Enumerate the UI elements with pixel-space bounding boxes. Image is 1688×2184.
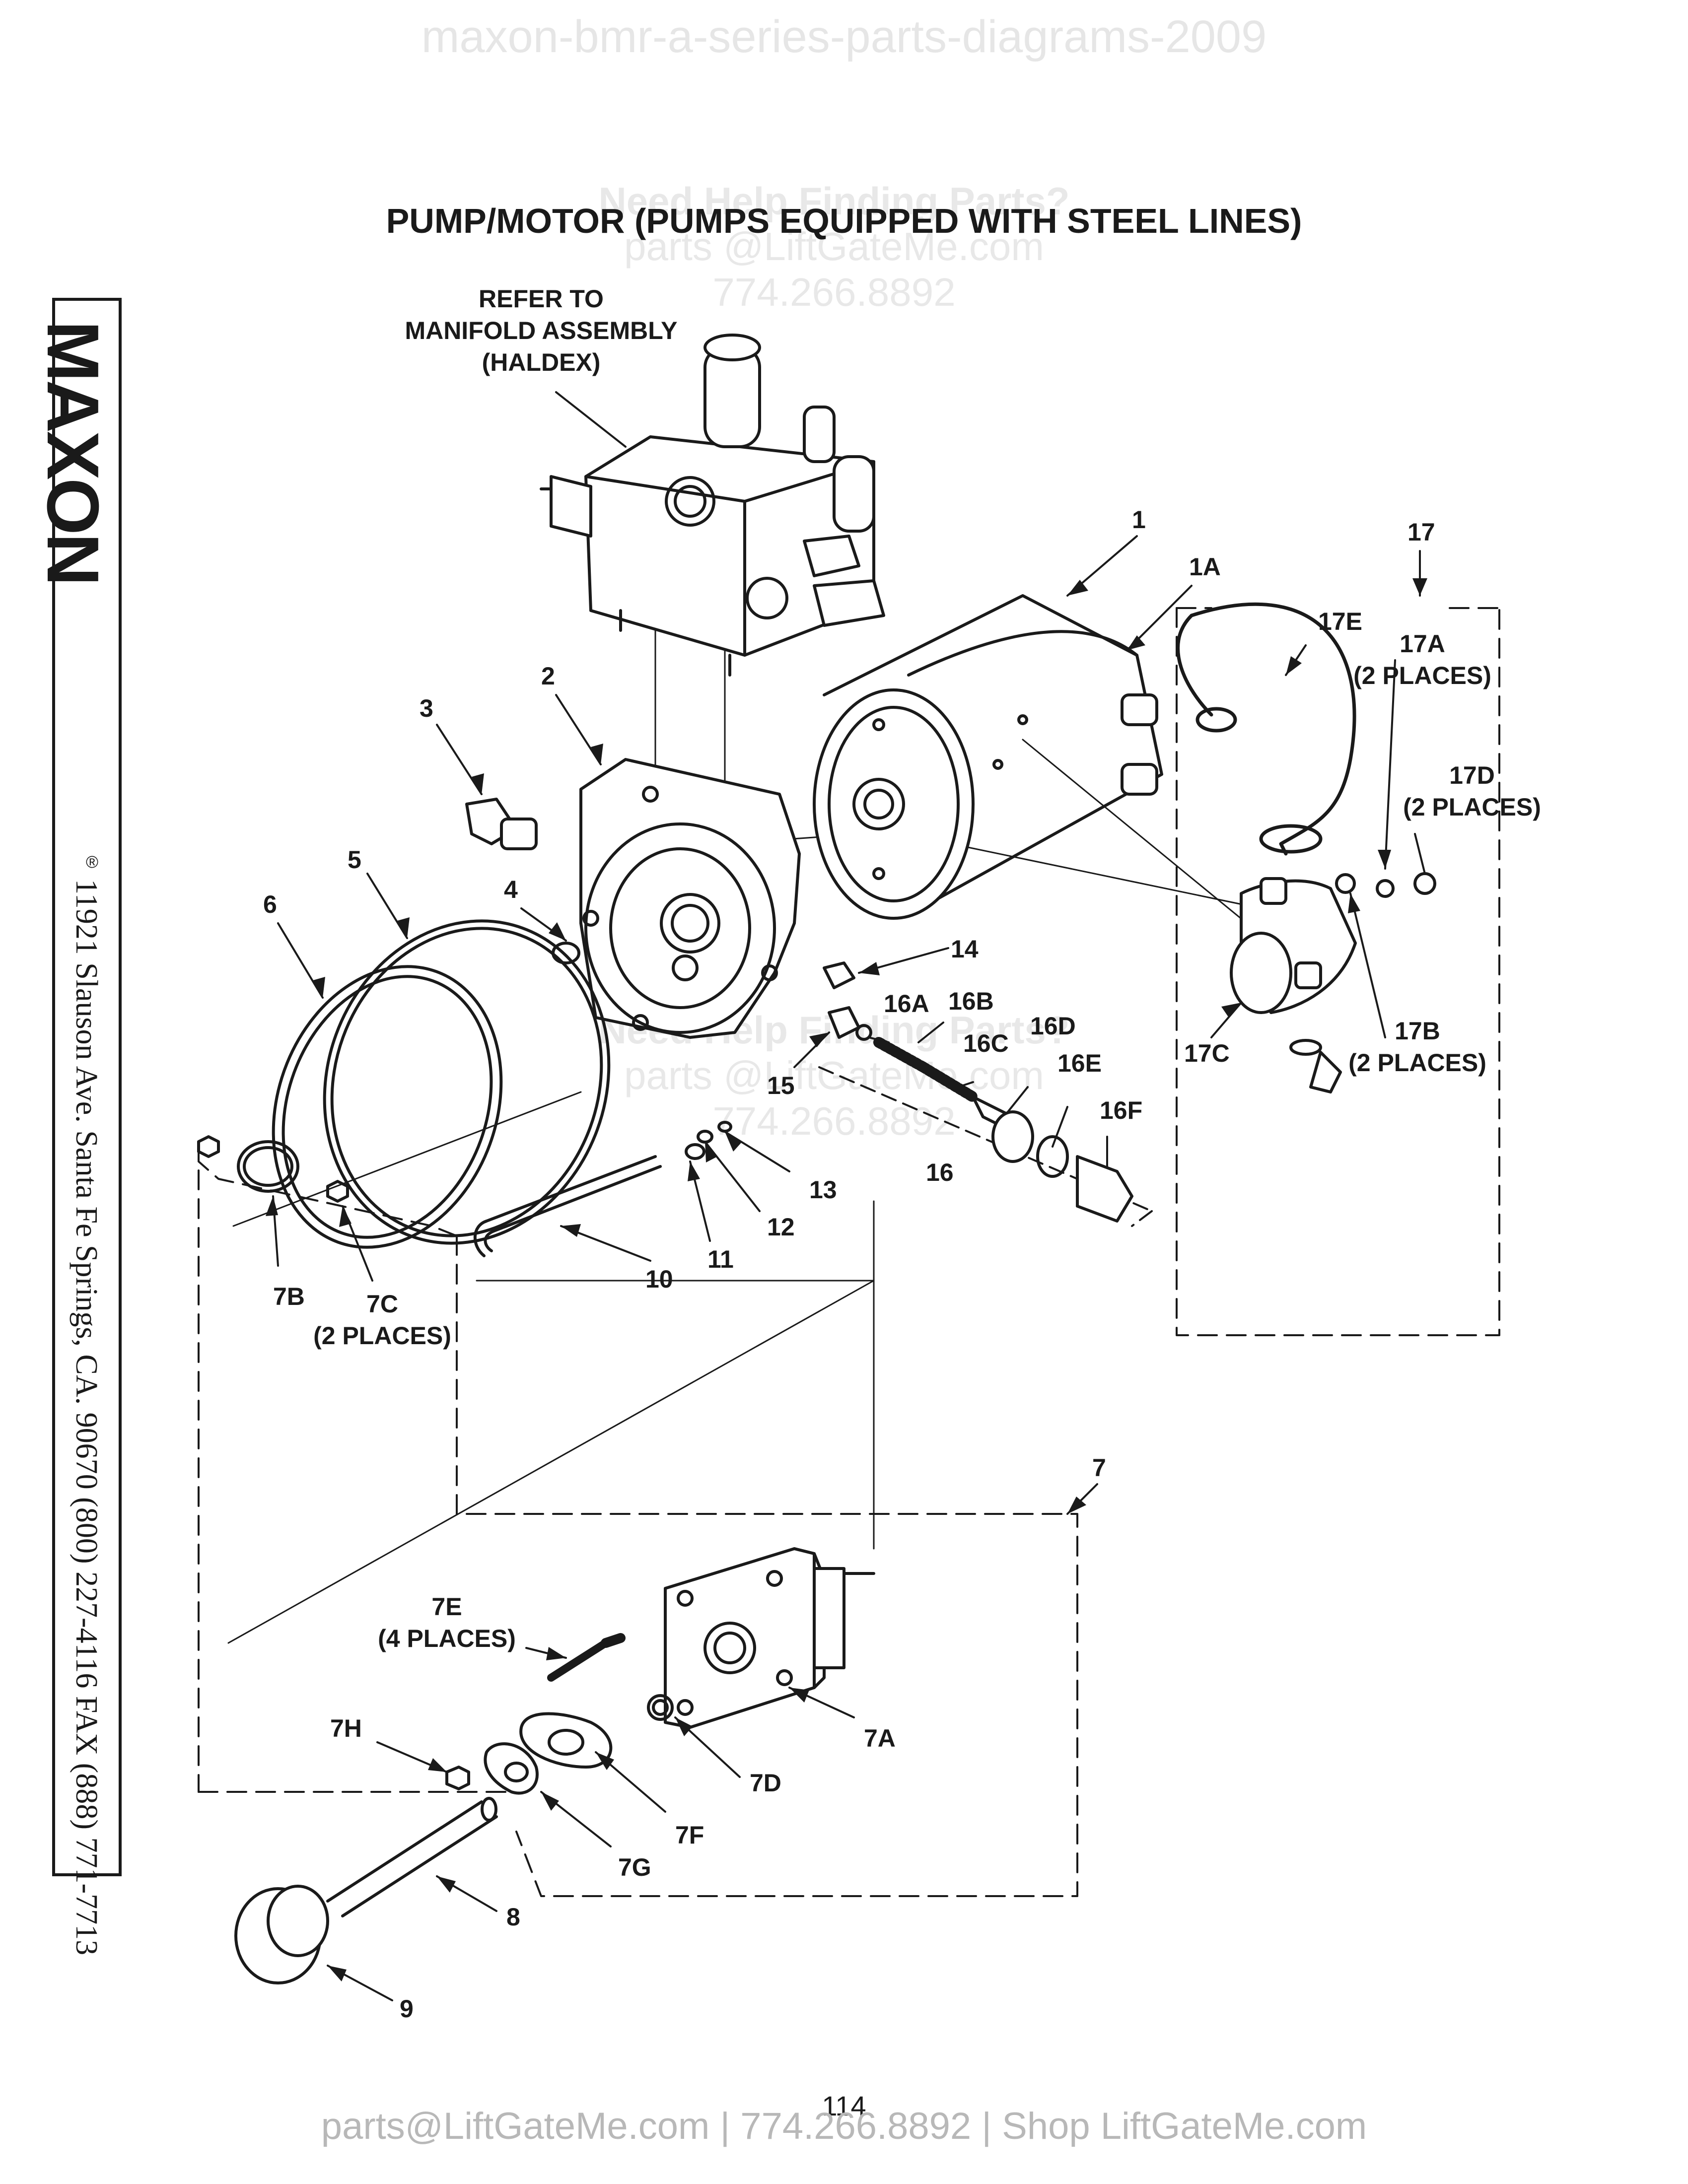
callout-17e: 17E	[1318, 608, 1362, 635]
callout-16d: 16D	[1030, 1012, 1076, 1040]
callout-line: MANIFOLD ASSEMBLY	[405, 317, 678, 344]
watermark-top: maxon-bmr-a-series-parts-diagrams-2009	[421, 11, 1267, 62]
callout-17: 17	[1407, 518, 1435, 546]
callout-3: 3	[420, 694, 433, 722]
callout-13: 13	[809, 1176, 837, 1204]
callout-6: 6	[263, 890, 277, 918]
callout-line: (4 PLACES)	[378, 1625, 516, 1652]
watermark-line: 774.266.8892	[712, 270, 956, 314]
pump-fasteners	[445, 1633, 674, 1795]
dashed-outline-17	[1176, 607, 1500, 1336]
callout-9: 9	[400, 1995, 414, 2023]
callout-17b: 17B (2 PLACES)	[1343, 1015, 1492, 1079]
fitting-3	[465, 798, 538, 850]
callout-1: 1	[1132, 506, 1146, 534]
steel-line-10	[473, 1155, 662, 1257]
suction-tube-8	[326, 1797, 498, 1917]
callout-16: 16	[926, 1159, 954, 1186]
manifold-assembly	[540, 334, 885, 677]
watermark-line: parts @LiftGateMe.com	[624, 1053, 1044, 1097]
callout-10: 10	[645, 1265, 673, 1293]
callout-line: 17D	[1449, 761, 1495, 789]
callout-7d: 7D	[750, 1769, 781, 1797]
callout-line: 17A	[1400, 630, 1445, 658]
callout-11: 11	[707, 1245, 734, 1273]
footer-contact: parts@LiftGateMe.com | 774.266.8892 | Sh…	[321, 2105, 1367, 2147]
callout-7f: 7F	[675, 1821, 704, 1849]
arrowheads	[266, 578, 1427, 1981]
callout-2: 2	[541, 662, 555, 690]
callout-16b: 16B	[948, 987, 994, 1015]
alignment-lines	[227, 610, 1272, 1644]
callout-7g: 7G	[618, 1853, 651, 1881]
callout-7h: 7H	[330, 1714, 362, 1742]
sidebar-brand-panel: MAXON ® 11921 Slauson Ave. Santa Fe Spri…	[32, 298, 122, 1955]
callout-line: REFER TO	[479, 285, 604, 313]
dashed-outline-7	[198, 1141, 1078, 1897]
motor-1	[813, 594, 1163, 920]
registered-mark: ®	[86, 853, 99, 872]
callout-16e: 16E	[1057, 1049, 1102, 1077]
callout-7b: 7B	[273, 1283, 305, 1310]
callout-7a: 7A	[864, 1724, 896, 1752]
callout-4: 4	[504, 876, 518, 903]
solenoid-17c	[1230, 872, 1436, 1093]
watermark-block: Need Help Finding Parts? parts @LiftGate…	[561, 179, 1107, 315]
callout-8: 8	[506, 1903, 520, 1931]
callout-14: 14	[951, 935, 979, 963]
callout-line: 17B	[1395, 1017, 1440, 1045]
gear-pump-7a	[664, 1547, 875, 1729]
rings	[197, 919, 611, 1249]
cable-17e	[1176, 602, 1356, 856]
callout-manifold-reference: REFER TO MANIFOLD ASSEMBLY (HALDEX)	[392, 283, 690, 378]
callout-line: (HALDEX)	[482, 348, 601, 376]
watermark-line: Need Help Finding Parts?	[598, 179, 1070, 223]
callout-16a: 16A	[884, 990, 929, 1018]
filter-cap-9	[234, 1885, 329, 1984]
callout-17c: 17C	[1184, 1039, 1230, 1067]
callout-16f: 16F	[1100, 1096, 1143, 1124]
callout-1a: 1A	[1189, 553, 1221, 581]
callout-7: 7	[1092, 1454, 1106, 1482]
callout-15: 15	[767, 1072, 795, 1099]
callout-line: (2 PLACES)	[313, 1322, 451, 1350]
callout-12: 12	[767, 1213, 795, 1241]
callout-line: (2 PLACES)	[1353, 662, 1491, 689]
callout-line: 7E	[431, 1593, 462, 1621]
callout-17d: 17D (2 PLACES)	[1398, 759, 1547, 823]
page-title: PUMP/MOTOR (PUMPS EQUIPPED WITH STEEL LI…	[386, 202, 1302, 240]
page-number: 114	[822, 2090, 866, 2121]
callout-17a: 17A (2 PLACES)	[1348, 628, 1497, 691]
leader-lines	[272, 391, 1426, 2001]
callout-line: (2 PLACES)	[1403, 793, 1541, 821]
callout-16c: 16C	[963, 1029, 1009, 1057]
watermark-line: 774.266.8892	[712, 1099, 956, 1143]
manifold-block-2	[579, 758, 801, 1039]
watermark-line: parts @LiftGateMe.com	[624, 224, 1044, 269]
callout-7c: 7C (2 PLACES)	[308, 1288, 457, 1352]
callout-7e: 7E (4 PLACES)	[372, 1591, 521, 1654]
callout-line: 7C	[366, 1290, 398, 1318]
callout-line: (2 PLACES)	[1348, 1049, 1486, 1077]
callout-5: 5	[348, 846, 361, 874]
